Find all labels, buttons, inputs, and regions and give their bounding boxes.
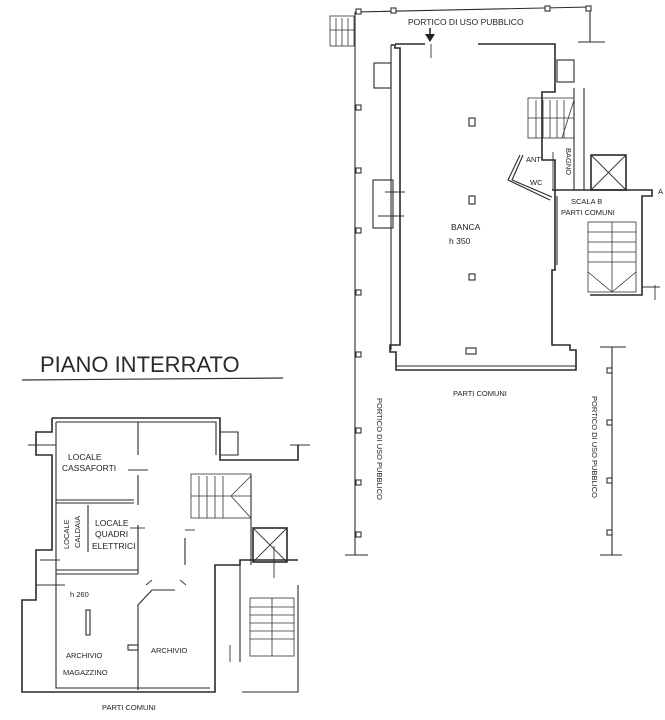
label-archivio-magazzino-1: ARCHIVIO [66,651,102,660]
bay-right-top [556,59,575,83]
label-basement-height: h 260 [70,590,89,599]
title-underline [21,377,284,381]
basement-outer-walls [21,417,299,693]
label-locale-quadri-1: LOCALE [95,518,129,528]
label-portico-top: PORTICO DI USO PUBBLICO [408,17,524,27]
basement-plan: PIANO INTERRATO [21,352,310,712]
scala-b-walls [552,189,653,296]
bay-left-mid [372,179,394,229]
stair-basement [190,473,252,519]
label-locale-cassaforti-2: CASSAFORTI [62,463,116,473]
label-scala-b-parti-comuni: PARTI COMUNI [561,208,615,217]
label-ant: ANT [526,155,541,164]
portico-columns-left [355,5,592,538]
stair-scala-b [587,221,637,293]
basement-title: PIANO INTERRATO [40,352,240,377]
label-banca-height: h 350 [449,236,471,246]
label-banca: BANCA [451,222,481,232]
label-parti-comuni-upper: PARTI COMUNI [453,389,507,398]
label-portico-right: PORTICO DI USO PUBBLICO [590,396,599,498]
label-edge-a: A [658,187,663,196]
label-scala-b: SCALA B [571,197,602,206]
stair-basement-right [249,597,295,657]
label-wc: WC [530,178,543,187]
label-locale-caldaia-1: LOCALE [62,519,71,549]
stair-bagno [527,97,575,139]
label-parti-comuni-basement: PARTI COMUNI [102,703,156,712]
bay-left-top [373,62,392,89]
bank-room-walls [389,43,577,371]
label-archivio-magazzino-2: MAGAZZINO [63,668,108,677]
label-archivio: ARCHIVIO [151,646,187,655]
ground-floor-plan: PORTICO DI USO PUBBLICO BANCA h 350 ANT … [329,5,663,556]
lift-shaft-basement [252,527,288,578]
lift-shaft [590,154,627,191]
entrance-arrow-icon [425,28,435,58]
label-portico-left: PORTICO DI USO PUBBLICO [375,398,384,500]
label-bagno: BAGNO [564,148,573,175]
label-locale-quadri-2: QUADRI [95,529,128,539]
label-locale-quadri-3: ELETTRICI [92,541,135,551]
stair-top-left [329,15,355,47]
label-locale-caldaia-2: CALDAIA [73,516,82,548]
label-locale-cassaforti-1: LOCALE [68,452,102,462]
